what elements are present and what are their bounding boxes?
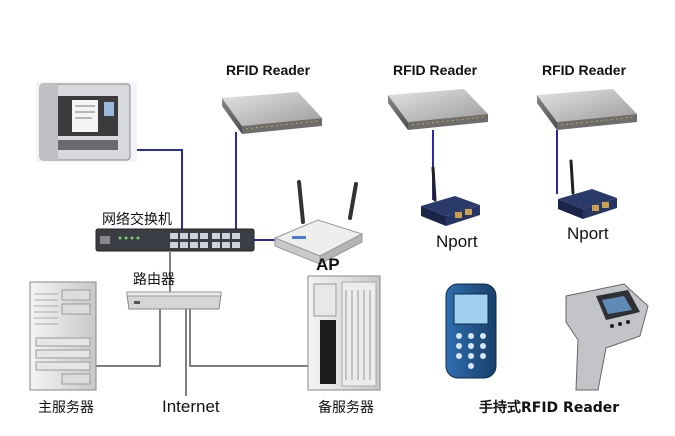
handheld-gun-reader	[565, 283, 649, 391]
nport-2-label: Nport	[567, 224, 609, 243]
network-switch	[95, 228, 255, 252]
switch-label: 网络交换机	[102, 212, 172, 228]
main-server-label: 主服务器	[38, 400, 94, 416]
nport-1-label: Nport	[436, 232, 478, 251]
label-printer	[36, 82, 137, 162]
printer-to-switch-link	[137, 149, 183, 232]
nport-device-1	[421, 166, 480, 226]
main-server	[29, 281, 97, 391]
network-links	[96, 130, 558, 396]
handheld-pda-device	[445, 283, 497, 379]
router	[126, 291, 222, 310]
nport-device-2	[558, 159, 617, 219]
handheld-reader-label: 手持式RFID Reader	[479, 400, 620, 416]
router-to-main-server-link	[96, 309, 161, 367]
rfid-reader-3	[537, 89, 637, 130]
router-label: 路由器	[133, 272, 175, 288]
rfid-reader-1-label: RFID Reader	[226, 62, 311, 78]
backup-server	[307, 275, 381, 391]
router-to-backup-server-link	[189, 309, 308, 367]
rfid-reader-2	[388, 89, 488, 130]
rfid-reader-2-label: RFID Reader	[393, 62, 478, 78]
ap-label: AP	[316, 255, 340, 274]
wireless-access-point	[273, 180, 364, 265]
internet-label: Internet	[162, 397, 220, 416]
rfid-reader-3-label: RFID Reader	[542, 62, 627, 78]
rfid-reader-1	[222, 92, 322, 134]
backup-server-label: 备服务器	[318, 400, 374, 416]
